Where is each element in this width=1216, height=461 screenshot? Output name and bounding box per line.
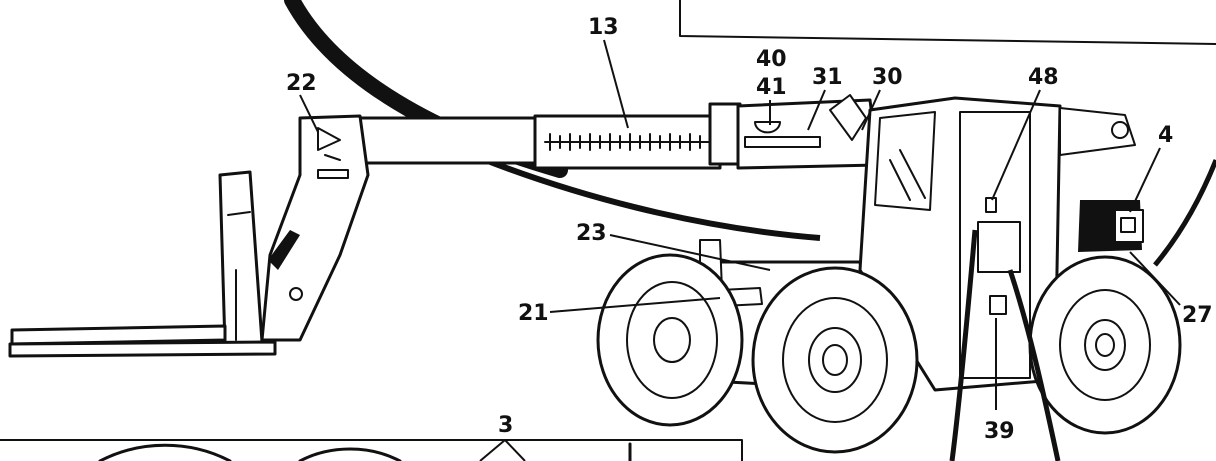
lower-detail [0, 229, 1061, 461]
callout-48: 48 [1028, 65, 1059, 90]
callout-27: 27 [1182, 303, 1213, 328]
leader-lines [299, 39, 1181, 461]
callout-13: 13 [588, 15, 619, 40]
callout-23: 23 [576, 221, 607, 246]
callout-39: 39 [984, 419, 1015, 444]
boom-scale-marks [544, 133, 713, 151]
callout-22: 22 [286, 71, 317, 96]
callout-40: 40 [756, 47, 787, 72]
fork-carriage [8, 114, 370, 358]
telescopic-boom [353, 94, 880, 170]
callout-4: 4 [1158, 123, 1173, 148]
wheels [596, 253, 1182, 454]
callout-30: 30 [872, 65, 903, 90]
operator-cab [858, 96, 1144, 392]
callout-41: 41 [756, 75, 787, 100]
callout-labels: 13 22 40 41 31 30 48 4 23 21 27 39 3 [286, 15, 1213, 444]
callout-3: 3 [498, 413, 513, 438]
callout-31: 31 [812, 65, 843, 90]
callout-21: 21 [518, 301, 549, 326]
